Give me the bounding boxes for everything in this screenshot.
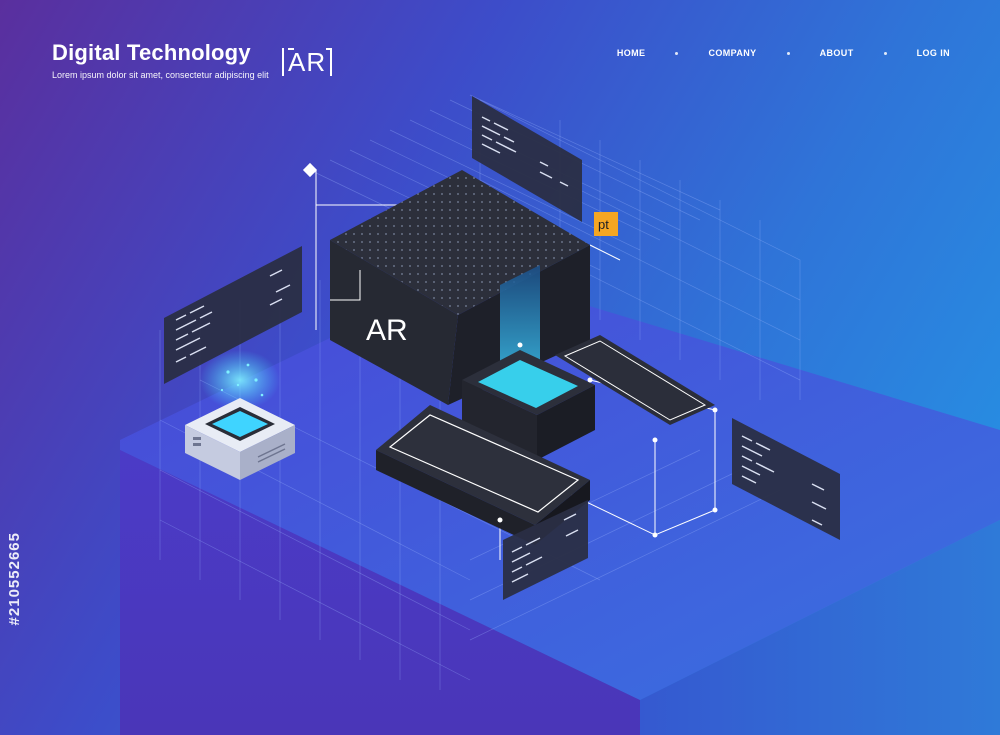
stock-id-watermark: #210552665 bbox=[6, 531, 23, 625]
page-title: Digital Technology bbox=[52, 40, 251, 65]
frame-handle[interactable] bbox=[302, 162, 318, 178]
code-panel-left[interactable] bbox=[164, 246, 302, 384]
page-subtitle: Lorem ipsum dolor sit amet, consectetur … bbox=[52, 70, 269, 80]
code-panel-bottom[interactable] bbox=[503, 500, 588, 600]
top-nav: HOME COMPANY ABOUT LOG IN bbox=[617, 48, 950, 58]
right-panel[interactable] bbox=[555, 335, 715, 425]
nav-separator-dot bbox=[883, 51, 887, 55]
code-panel-right[interactable] bbox=[732, 418, 840, 540]
nav-company[interactable]: COMPANY bbox=[708, 48, 757, 58]
nav-separator-dot bbox=[675, 51, 679, 55]
measure-tag[interactable] bbox=[594, 212, 618, 236]
tag-label: pt bbox=[598, 217, 609, 232]
cube-label: AR bbox=[366, 314, 408, 347]
nav-login[interactable]: LOG IN bbox=[916, 48, 950, 58]
anchor-points bbox=[497, 342, 718, 538]
brand-block: Digital Technology Lorem ipsum dolor sit… bbox=[52, 40, 269, 80]
nav-separator-dot bbox=[786, 51, 790, 55]
nav-about[interactable]: ABOUT bbox=[819, 48, 854, 58]
code-panel-top[interactable] bbox=[472, 96, 582, 222]
pedestal bbox=[462, 350, 595, 460]
device-box[interactable] bbox=[185, 350, 295, 480]
ar-badge: AR bbox=[282, 48, 333, 76]
sparkle-particles bbox=[220, 363, 264, 397]
nav-home[interactable]: HOME bbox=[616, 48, 646, 58]
